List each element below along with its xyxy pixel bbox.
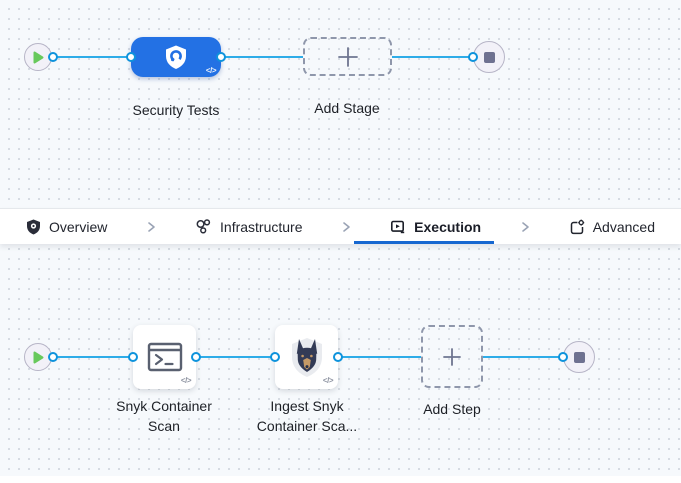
step-node-ingest-snyk[interactable]: </> xyxy=(275,325,338,389)
tab-infrastructure[interactable]: Infrastructure xyxy=(195,209,303,244)
plus-icon xyxy=(336,45,360,69)
stage-flow-end-node[interactable] xyxy=(473,41,505,73)
link-connector-dot[interactable] xyxy=(333,352,343,362)
tab-overview[interactable]: Overview xyxy=(26,209,107,244)
step-flow-end-node[interactable] xyxy=(563,341,595,373)
edge-addstep-to-end xyxy=(483,356,563,358)
edge-step1-to-step2 xyxy=(196,356,275,358)
plus-icon xyxy=(441,346,463,368)
yaml-code-badge: </> xyxy=(180,376,192,385)
run-play-icon xyxy=(390,219,406,235)
link-connector-dot[interactable] xyxy=(48,52,58,62)
link-connector-dot[interactable] xyxy=(270,352,280,362)
step-label: Snyk Container Scan xyxy=(116,398,212,434)
play-icon xyxy=(33,351,44,364)
terminal-icon xyxy=(147,342,183,372)
stop-square-icon xyxy=(573,351,585,363)
add-stage-button[interactable] xyxy=(303,37,392,76)
step-label: Ingest Snyk Container Sca... xyxy=(256,398,358,434)
stop-square-icon xyxy=(483,51,495,63)
link-connector-dot[interactable] xyxy=(191,352,201,362)
stage-label: Security Tests xyxy=(132,102,220,118)
stage-node-security-tests[interactable]: </> xyxy=(131,37,221,77)
tab-label: Advanced xyxy=(592,218,655,235)
doc-gear-icon xyxy=(569,219,585,235)
step-node-snyk-container-scan[interactable]: </> xyxy=(133,325,196,389)
link-connector-dot[interactable] xyxy=(216,52,226,62)
edge-start-to-step1 xyxy=(53,356,133,358)
shield-gear-icon xyxy=(26,219,41,235)
security-shield-icon xyxy=(163,44,189,70)
tab-advanced[interactable]: Advanced xyxy=(569,209,655,244)
tab-label: Infrastructure xyxy=(220,218,303,235)
add-step-label: Add Step xyxy=(423,401,481,417)
cluster-nodes-icon xyxy=(195,218,212,235)
add-stage-label: Add Stage xyxy=(314,100,380,116)
tab-execution[interactable]: Execution xyxy=(354,209,494,244)
stage-config-tabbar: Overview Infrastructure xyxy=(0,208,681,244)
link-connector-dot[interactable] xyxy=(558,352,568,362)
snyk-dog-icon xyxy=(289,336,325,378)
link-connector-dot[interactable] xyxy=(128,352,138,362)
chevron-right-icon xyxy=(340,221,352,233)
edge-start-to-stage xyxy=(53,56,131,58)
chevron-right-icon xyxy=(519,221,531,233)
step-flow-start-node[interactable] xyxy=(24,343,52,371)
yaml-code-badge: </> xyxy=(322,376,334,385)
link-connector-dot[interactable] xyxy=(126,52,136,62)
yaml-code-badge: </> xyxy=(205,66,217,75)
edge-addstage-to-end xyxy=(392,56,473,58)
tab-label: Overview xyxy=(49,218,108,235)
canvas-footer-strip xyxy=(0,476,681,483)
chevron-right-icon xyxy=(145,221,157,233)
tab-label: Execution xyxy=(414,218,482,235)
edge-step2-to-addstep xyxy=(338,356,421,358)
play-icon xyxy=(33,51,44,64)
edge-stage-to-addstage xyxy=(221,56,303,58)
link-connector-dot[interactable] xyxy=(48,352,58,362)
stage-flow-start-node[interactable] xyxy=(24,43,52,71)
add-step-button[interactable] xyxy=(421,325,483,388)
link-connector-dot[interactable] xyxy=(468,52,478,62)
